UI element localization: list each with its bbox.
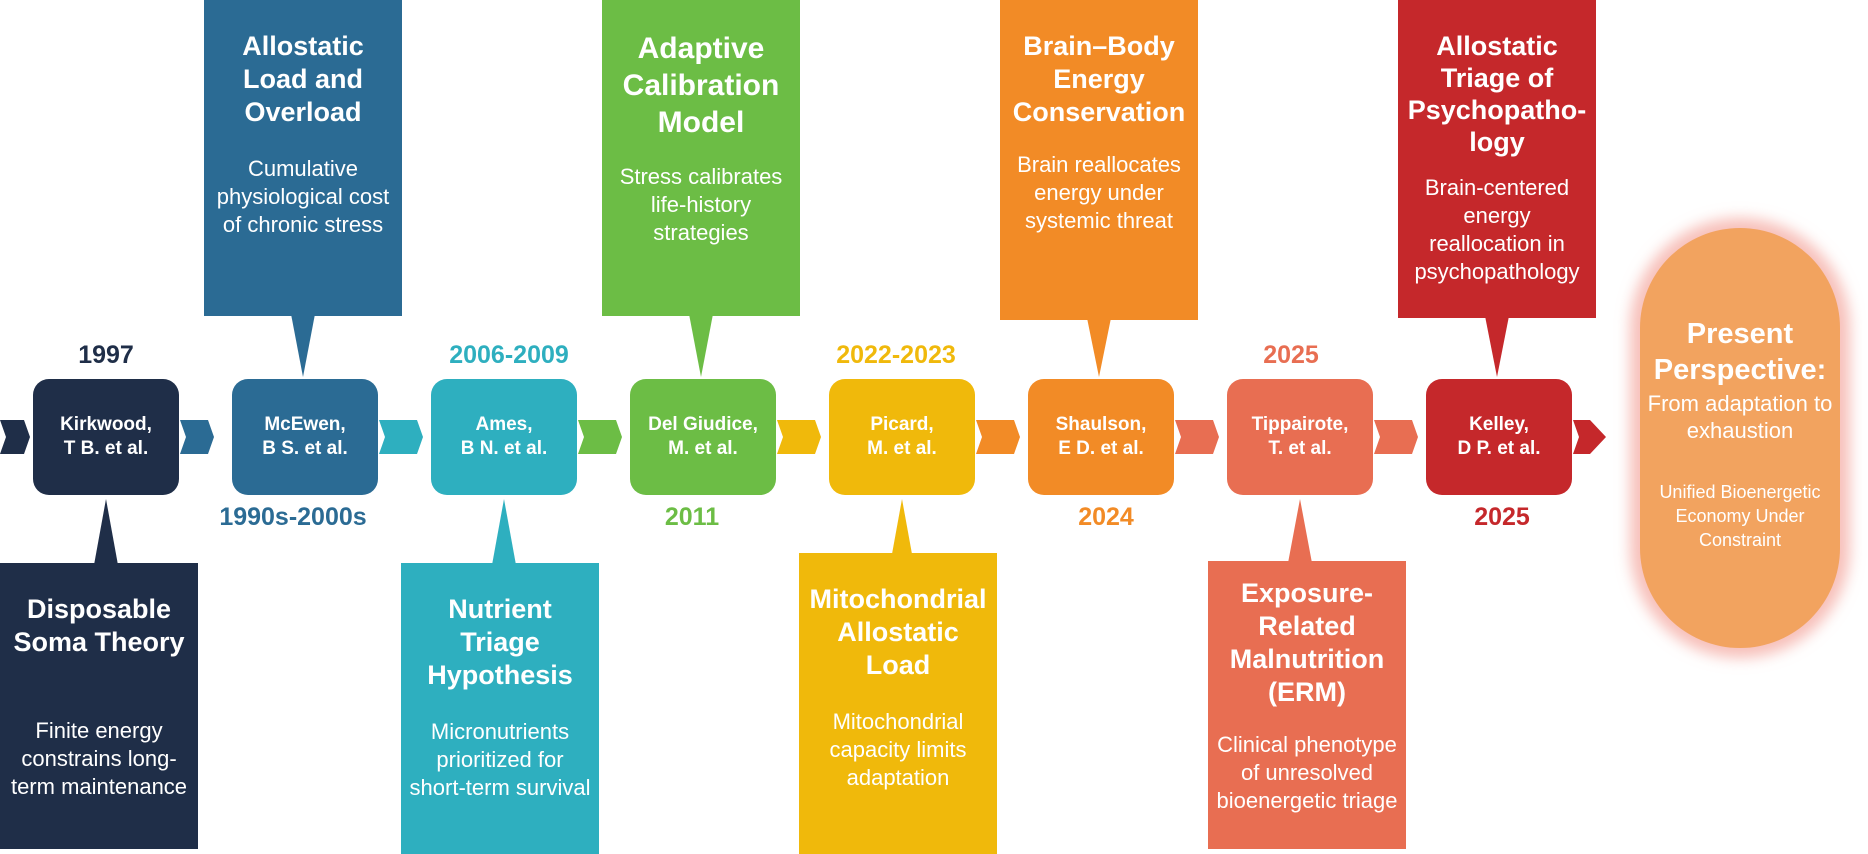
callout-mcewen: Allostatic Load and Overload Cumulative …: [204, 0, 402, 316]
callout-pointer-mcewen: [291, 314, 315, 377]
milestone-year-mcewen: 1990s-2000s: [219, 503, 367, 531]
connector-arrow-2: [379, 420, 423, 454]
callout-title-mcewen: Allostatic Load and Overload: [242, 31, 364, 127]
milestone-node-kelley: Kelley, D P. et al.: [1426, 379, 1572, 495]
present-note: Unified Bioenergetic Economy Under Const…: [1659, 482, 1821, 550]
milestone-year-ames: 2006-2009: [449, 341, 569, 369]
callout-desc-picard: Mitochondrial capacity limits adaptation: [829, 709, 967, 790]
milestone-node-shaulson: Shaulson, E D. et al.: [1028, 379, 1174, 495]
callout-title-tippairote: Exposure-Related Malnutrition (ERM): [1229, 578, 1385, 707]
callout-kelley: Allostatic Triage of Psychopatho-logy Br…: [1398, 0, 1596, 318]
milestone-node-picard: Picard, M. et al.: [829, 379, 975, 495]
milestone-year-tippairote: 2025: [1263, 341, 1319, 369]
present-subtitle: From adaptation to exhaustion: [1647, 391, 1833, 443]
callout-pointer-picard: [890, 499, 914, 565]
connector-arrow-1: [180, 420, 214, 454]
callout-pointer-del-giudice: [689, 314, 713, 377]
callout-title-ames: Nutrient Triage Hypothesis: [427, 594, 573, 690]
connector-arrow-6: [1175, 420, 1219, 454]
callout-pointer-shaulson: [1087, 318, 1111, 377]
timeline-start-chevron: [0, 420, 30, 454]
callout-del-giudice: Adaptive Calibration Model Stress calibr…: [602, 0, 800, 316]
milestone-year-kelley: 2025: [1474, 503, 1530, 531]
callout-pointer-ames: [492, 499, 516, 565]
present-title: Present Perspective:: [1653, 318, 1827, 386]
callout-title-kirkwood: Disposable Soma Theory: [13, 594, 185, 657]
callout-title-picard: Mitochondrial Allostatic Load: [809, 584, 987, 680]
milestone-node-kirkwood: Kirkwood, T B. et al.: [33, 379, 179, 495]
connector-arrow-3: [578, 420, 622, 454]
callout-shaulson: Brain–Body Energy Conservation Brain rea…: [1000, 0, 1198, 320]
milestone-year-shaulson: 2024: [1078, 503, 1134, 531]
connector-arrow-7: [1374, 420, 1418, 454]
milestone-node-del-giudice: Del Giudice, M. et al.: [630, 379, 776, 495]
callout-title-shaulson: Brain–Body Energy Conservation: [1012, 31, 1186, 127]
connector-arrow-4: [777, 420, 821, 454]
callout-desc-kirkwood: Finite energy constrains long-term maint…: [10, 718, 188, 799]
callout-title-kelley: Allostatic Triage of Psychopatho-logy: [1407, 31, 1587, 157]
callout-pointer-kirkwood: [94, 499, 118, 565]
callout-desc-shaulson: Brain reallocates energy under systemic …: [1017, 152, 1181, 233]
callout-picard: Mitochondrial Allostatic Load Mitochondr…: [799, 553, 997, 854]
callout-desc-ames: Micronutrients prioritized for short-ter…: [409, 719, 591, 800]
milestone-node-tippairote: Tippairote, T. et al.: [1227, 379, 1373, 495]
timeline-end-arrow: [1573, 420, 1606, 454]
milestone-year-kirkwood: 1997: [78, 341, 134, 369]
callout-title-del-giudice: Adaptive Calibration Model: [622, 32, 780, 139]
milestone-year-del-giudice: 2011: [664, 503, 720, 531]
milestone-year-picard: 2022-2023: [836, 341, 956, 369]
callout-pointer-kelley: [1485, 316, 1509, 377]
callout-kirkwood: Disposable Soma Theory Finite energy con…: [0, 563, 198, 849]
present-perspective-card: Present Perspective: From adaptation to …: [1640, 228, 1840, 648]
callout-desc-del-giudice: Stress calibrates life-history strategie…: [619, 164, 783, 245]
callout-desc-mcewen: Cumulative physiological cost of chronic…: [216, 156, 390, 237]
callout-desc-tippairote: Clinical phenotype of unresolved bioener…: [1216, 732, 1398, 813]
milestone-node-ames: Ames, B N. et al.: [431, 379, 577, 495]
callout-tippairote: Exposure-Related Malnutrition (ERM) Clin…: [1208, 561, 1406, 849]
callout-desc-kelley: Brain-centered energy reallocation in ps…: [1414, 175, 1580, 284]
callout-pointer-tippairote: [1288, 499, 1312, 563]
milestone-node-mcewen: McEwen, B S. et al.: [232, 379, 378, 495]
connector-arrow-5: [976, 420, 1020, 454]
callout-ames: Nutrient Triage Hypothesis Micronutrient…: [401, 563, 599, 854]
